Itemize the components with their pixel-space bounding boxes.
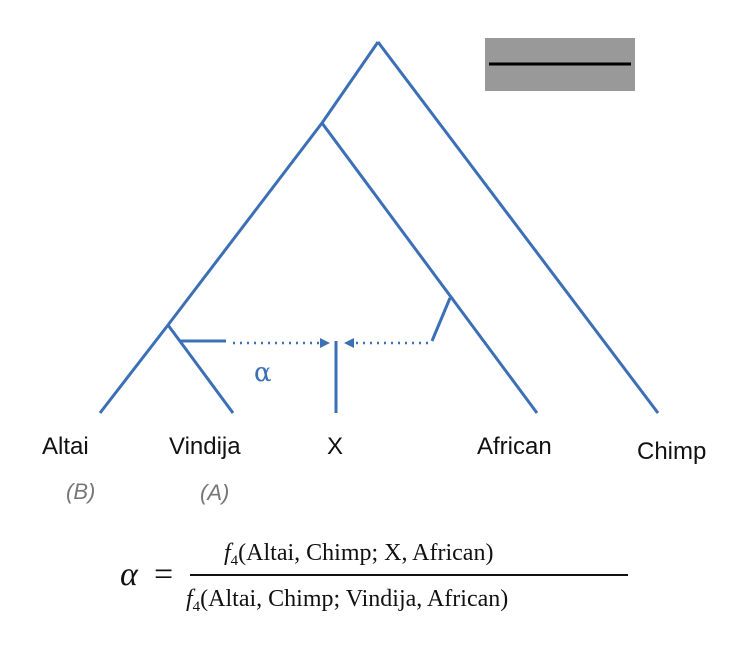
branch-inner-to-african [320, 122, 539, 414]
leaf-label-vindija: Vindija [169, 433, 241, 460]
admixture-proportion-label: α [254, 358, 272, 388]
denominator-function-subscript: 4 [192, 599, 201, 615]
leaf-label-altai: Altai [42, 433, 89, 460]
numerator-arguments: (Altai, Chimp; X, African) [238, 540, 494, 566]
fraction-numerator: f4(Altai, Chimp; X, African) [224, 540, 493, 570]
role-label-vindija: (A) [200, 480, 230, 505]
fraction-bar [190, 574, 628, 576]
leaf-label-x: X [327, 433, 344, 460]
leaf-label-african: African [477, 433, 552, 460]
branch-root-to-inner-node [320, 41, 380, 124]
denominator-function-name: f [186, 586, 193, 612]
branch-inner-to-neanderthal-node [166, 122, 324, 326]
formula-equals: = [154, 556, 174, 593]
formula-lhs: α [120, 556, 138, 593]
african-side-stub [430, 297, 452, 342]
denominator-arguments: (Altai, Chimp; Vindija, African) [200, 586, 509, 612]
branch-to-altai [98, 324, 170, 414]
numerator-function-name: f [224, 540, 231, 566]
branch-to-vindija [166, 324, 235, 414]
numerator-function-subscript: 4 [230, 553, 239, 569]
fraction-denominator: f4(Altai, Chimp; Vindija, African) [186, 586, 508, 616]
role-label-altai: (B) [66, 479, 96, 504]
branch-root-to-chimp [376, 41, 660, 414]
f4-ratio-formula: α = f4(Altai, Chimp; X, African) f4(Alta… [120, 532, 640, 632]
leaf-label-chimp: Chimp [637, 438, 707, 465]
